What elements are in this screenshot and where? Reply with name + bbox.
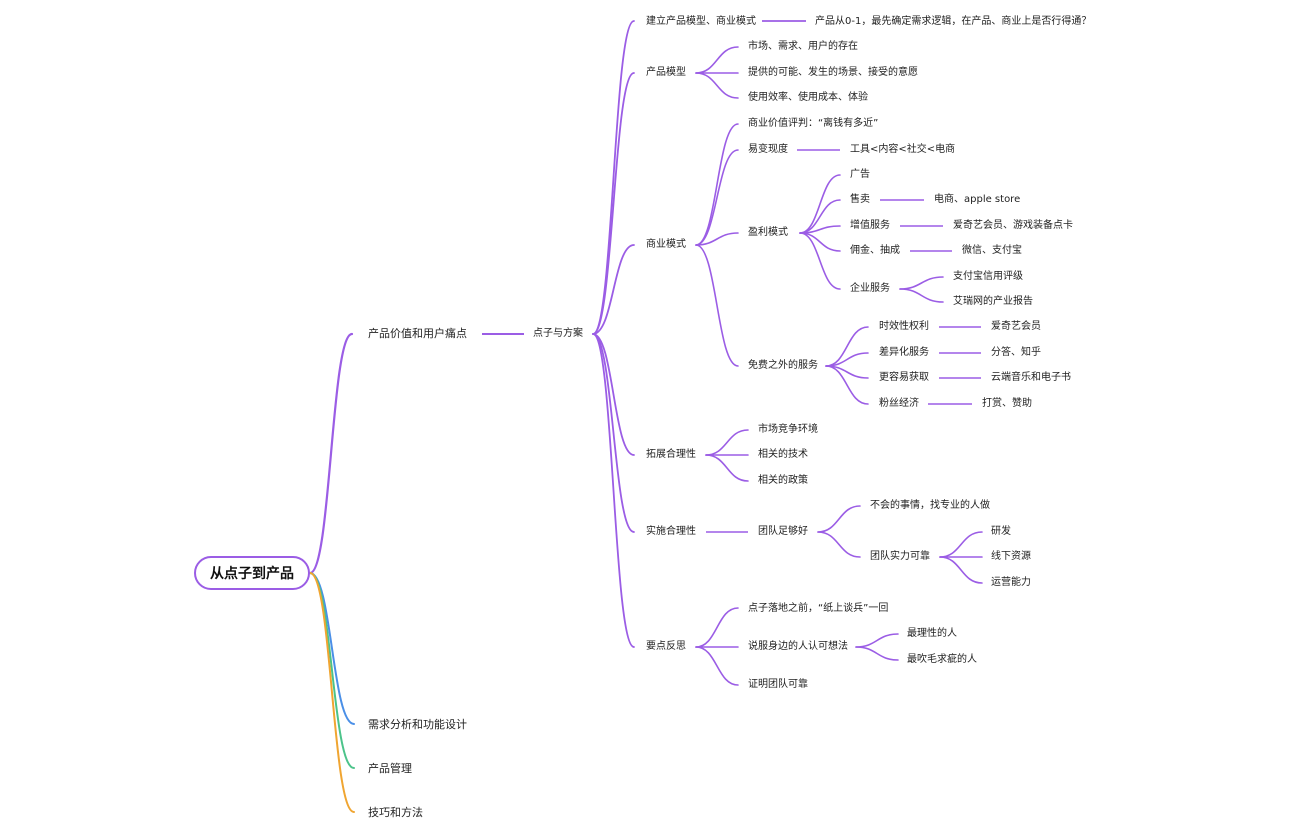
branch-product-value[interactable]: 产品价值和用户痛点 <box>366 327 469 341</box>
node-profit-commission[interactable]: 佣金、抽成 <box>848 244 902 258</box>
connector-profit <box>799 174 841 234</box>
node-implement-rationality[interactable]: 实施合理性 <box>644 525 698 539</box>
connector-business <box>695 244 739 367</box>
node-expand-item[interactable]: 相关的技术 <box>756 448 810 462</box>
connector-business <box>695 123 739 246</box>
node-free-fans-detail[interactable]: 打赏、赞助 <box>980 397 1034 411</box>
node-product-model-item[interactable]: 市场、需求、用户的存在 <box>746 40 860 54</box>
node-free-timely-detail[interactable]: 爱奇艺会员 <box>989 320 1043 334</box>
node-expand-item[interactable]: 市场竞争环境 <box>756 423 820 437</box>
connector-idea-child <box>592 72 635 335</box>
node-reflect-persuade-item[interactable]: 最吹毛求疵的人 <box>905 653 979 667</box>
node-free-diff-detail[interactable]: 分答、知乎 <box>989 346 1043 360</box>
connector-reflect <box>695 607 739 648</box>
node-easy-monetize[interactable]: 易变现度 <box>746 143 790 157</box>
node-team-reliable-item[interactable]: 研发 <box>989 525 1013 539</box>
node-expand-item[interactable]: 相关的政策 <box>756 474 810 488</box>
connector-root-value <box>308 332 354 575</box>
node-reflect-persuade[interactable]: 说服身边的人认可想法 <box>746 640 850 654</box>
connector-business <box>695 232 739 246</box>
node-profit-sell-detail[interactable]: 电商、apple store <box>932 193 1023 207</box>
node-profit-enterprise-item[interactable]: 艾瑞网的产业报告 <box>951 295 1035 309</box>
connector-root-skills <box>309 572 355 813</box>
connector-profit <box>799 232 841 290</box>
node-free-services[interactable]: 免费之外的服务 <box>746 359 820 373</box>
node-free-fans[interactable]: 粉丝经济 <box>877 397 921 411</box>
node-business-eval[interactable]: 商业价值评判：“离钱有多近” <box>746 117 881 131</box>
node-idea-solution[interactable]: 点子与方案 <box>531 327 585 341</box>
connector-idea-child <box>592 333 635 533</box>
node-profit-commission-detail[interactable]: 微信、支付宝 <box>960 244 1024 258</box>
connector-reflect <box>695 646 739 686</box>
node-product-model-item[interactable]: 提供的可能、发生的场景、接受的意愿 <box>746 66 920 80</box>
node-team-pro[interactable]: 不会的事情，找专业的人做 <box>868 499 992 513</box>
node-reflect-persuade-item[interactable]: 最理性的人 <box>905 627 959 641</box>
connector-persuade <box>855 646 899 661</box>
node-build-model[interactable]: 建立产品模型、商业模式 <box>644 15 758 29</box>
connector-expand <box>705 429 749 456</box>
connector-team <box>817 505 861 533</box>
node-team-reliable-item[interactable]: 运营能力 <box>989 576 1033 590</box>
connector-product-model <box>695 46 739 74</box>
node-team-reliable-item[interactable]: 线下资源 <box>989 550 1033 564</box>
node-free-timely[interactable]: 时效性权利 <box>877 320 931 334</box>
node-free-diff[interactable]: 差异化服务 <box>877 346 931 360</box>
node-easy-monetize-detail[interactable]: 工具<内容<社交<电商 <box>848 143 958 157</box>
connector-profit <box>799 225 841 234</box>
branch-skills-methods[interactable]: 技巧和方法 <box>366 806 425 820</box>
node-free-easier[interactable]: 更容易获取 <box>877 371 931 385</box>
node-business-model[interactable]: 商业模式 <box>644 238 688 252</box>
connector-root-manage <box>309 572 355 769</box>
connector-reliable <box>939 531 983 558</box>
node-build-model-detail[interactable]: 产品从0-1，最先确定需求逻辑，在产品、商业上是否行得通？ <box>813 15 1094 29</box>
node-free-easier-detail[interactable]: 云端音乐和电子书 <box>989 371 1073 385</box>
node-profit-enterprise-item[interactable]: 支付宝信用评级 <box>951 270 1025 284</box>
node-product-model-item[interactable]: 使用效率、使用成本、体验 <box>746 91 870 105</box>
branch-product-management[interactable]: 产品管理 <box>366 762 414 776</box>
root-node[interactable]: 从点子到产品 <box>194 556 310 590</box>
node-reflect-paper[interactable]: 点子落地之前，“纸上谈兵”一回 <box>746 602 891 616</box>
node-reflect[interactable]: 要点反思 <box>644 640 688 654</box>
node-expand-rationality[interactable]: 拓展合理性 <box>644 448 698 462</box>
node-reflect-prove[interactable]: 证明团队可靠 <box>746 678 810 692</box>
connector-enterprise <box>899 288 944 303</box>
connector-persuade <box>855 633 899 648</box>
node-profit-enterprise[interactable]: 企业服务 <box>848 282 892 296</box>
node-profit-vas-detail[interactable]: 爱奇艺会员、游戏装备点卡 <box>951 219 1075 233</box>
connector-business <box>695 149 739 246</box>
connector-product-model <box>695 72 739 99</box>
connector-expand <box>705 454 749 482</box>
node-profit-model[interactable]: 盈利模式 <box>746 226 790 240</box>
node-product-model[interactable]: 产品模型 <box>644 66 688 80</box>
node-profit-ad[interactable]: 广告 <box>848 168 872 182</box>
connector-idea-child <box>592 244 635 335</box>
connector-enterprise <box>899 276 944 290</box>
connector-reliable <box>939 556 983 584</box>
connector-idea-child <box>592 333 635 648</box>
node-profit-vas[interactable]: 增值服务 <box>848 219 892 233</box>
branch-demand-analysis[interactable]: 需求分析和功能设计 <box>366 718 469 732</box>
node-team-reliable[interactable]: 团队实力可靠 <box>868 550 932 564</box>
connector-idea-child <box>592 333 635 456</box>
connector-free <box>825 365 869 405</box>
node-team-good[interactable]: 团队足够好 <box>756 525 810 539</box>
connector-team <box>817 531 861 558</box>
node-profit-sell[interactable]: 售卖 <box>848 193 872 207</box>
